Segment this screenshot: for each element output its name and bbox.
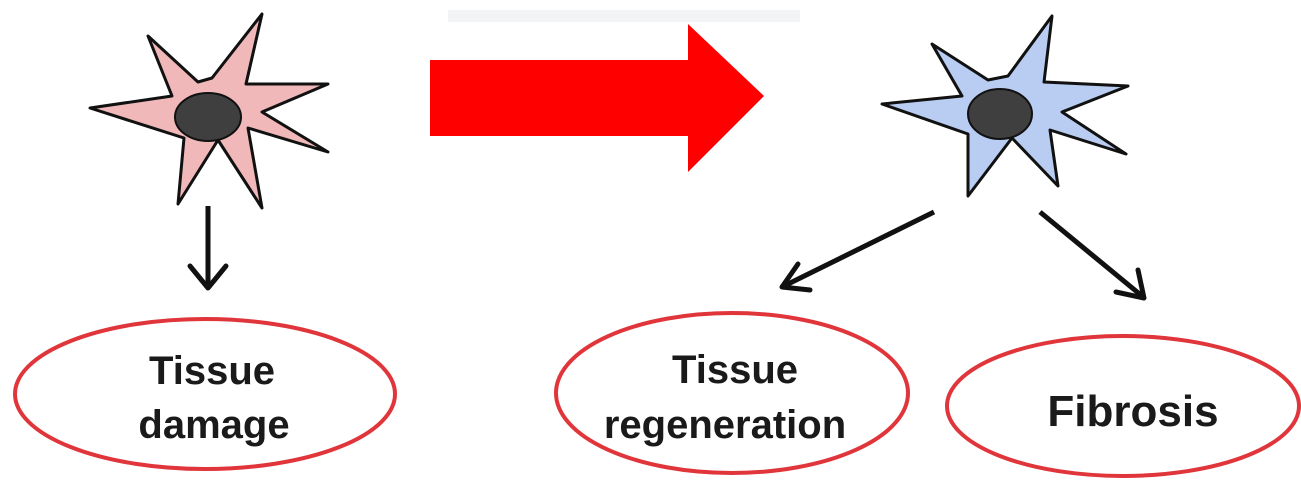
outcome-label-line1: Tissue <box>672 348 798 392</box>
repair-cell <box>882 16 1128 196</box>
arrow-to-fibrosis <box>1040 212 1144 298</box>
faded-header-smudge <box>448 10 800 22</box>
transition-arrow <box>430 24 764 172</box>
outcome-ellipse <box>556 313 908 473</box>
outcome-label-line2: regeneration <box>604 403 846 447</box>
damaged-cell-nucleus <box>175 93 241 141</box>
outcome-label-line1: Tissue <box>149 349 275 393</box>
repair-cell-nucleus <box>968 89 1032 139</box>
arrow-to-tissue-damage <box>190 206 226 288</box>
outcome-tissue-regeneration: Tissue regeneration <box>556 313 908 473</box>
damaged-cell <box>90 14 328 208</box>
outcome-fibrosis: Fibrosis <box>947 336 1299 476</box>
outcome-tissue-damage: Tissue damage <box>15 319 395 469</box>
outcome-label: Fibrosis <box>1047 387 1218 436</box>
arrow-to-tissue-regeneration <box>782 212 934 290</box>
outcome-label-line2: damage <box>138 403 289 447</box>
